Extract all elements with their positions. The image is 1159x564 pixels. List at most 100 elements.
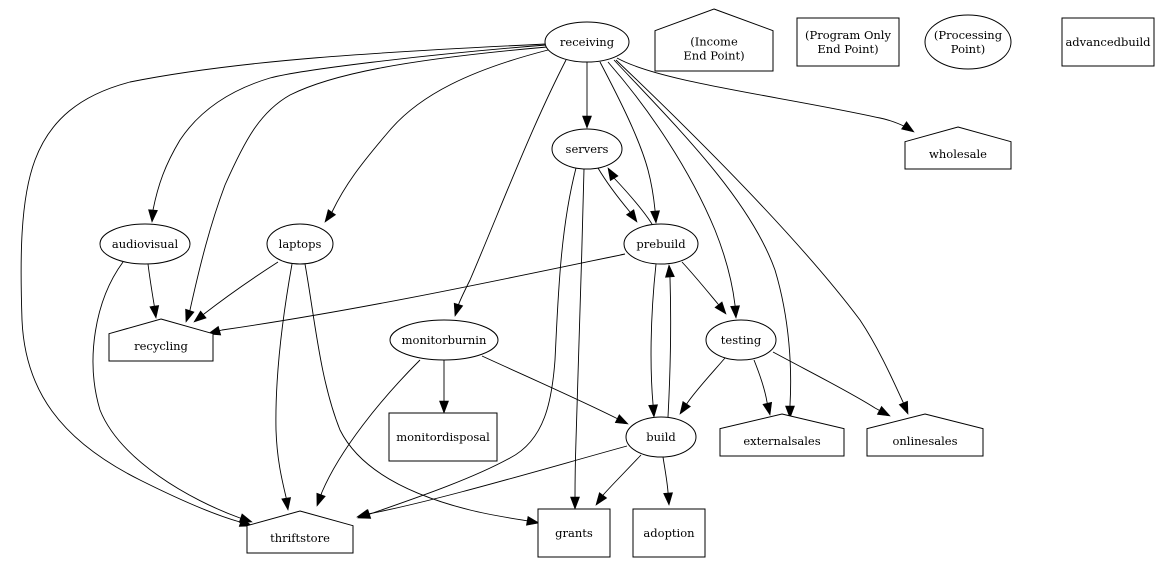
node-label: End Point)	[817, 42, 878, 56]
ellipse-shape	[551, 128, 623, 170]
node-label: externalsales	[743, 434, 820, 448]
box-shape	[388, 412, 498, 462]
edge-receiving-to-wholesale	[616, 57, 915, 133]
edge-line	[152, 44, 547, 211]
arrowhead-icon	[648, 404, 658, 418]
house-shape	[108, 318, 214, 362]
arrowhead-icon	[238, 513, 253, 523]
edge-receiving-to-laptops	[324, 49, 549, 223]
edge-receiving-to-servers	[582, 62, 592, 129]
node-adoption[interactable]: adoption	[632, 508, 706, 558]
edge-line	[650, 263, 657, 405]
node-audiovisual[interactable]: audiovisual	[99, 223, 191, 265]
edge-line	[92, 261, 241, 519]
edge-line-tail	[320, 491, 323, 495]
node-receiving[interactable]: receiving	[544, 21, 630, 63]
node-prebuild[interactable]: prebuild	[623, 223, 699, 265]
ellipse-shape	[266, 223, 334, 265]
node-label: servers	[566, 142, 609, 156]
node-label: monitorburnin	[402, 333, 487, 347]
node-label: receiving	[560, 35, 615, 49]
house-shape	[866, 413, 984, 457]
node-monitorburnin[interactable]: monitorburnin	[389, 319, 499, 361]
node-label: recycling	[134, 339, 188, 353]
edge-build-to-adoption	[662, 456, 673, 506]
arrowhead-icon	[650, 210, 660, 224]
edge-laptops-to-grants	[304, 263, 540, 526]
edge-line	[369, 167, 577, 515]
edge-laptops-to-thriftstore	[275, 263, 293, 511]
node-onlinesales[interactable]: onlinesales	[866, 413, 984, 457]
edge-line	[616, 57, 909, 129]
edge-servers-to-prebuild	[597, 167, 638, 223]
edge-build-to-thriftstore	[356, 445, 628, 519]
arrowhead-icon	[281, 497, 292, 511]
arrowhead-icon	[570, 496, 580, 510]
edge-line-tail	[686, 401, 689, 405]
edge-laptops-to-recycling	[193, 261, 279, 323]
node-testing[interactable]: testing	[705, 319, 777, 361]
edge-line	[321, 359, 421, 493]
node-build[interactable]: build	[625, 416, 697, 458]
box-shape	[1061, 17, 1155, 67]
node-advancedbuild[interactable]: advancedbuild	[1061, 17, 1155, 67]
node-label: (Program Only	[805, 28, 891, 42]
arrowhead-icon	[625, 209, 638, 223]
ellipse-shape	[625, 416, 697, 458]
edge-line	[597, 167, 631, 213]
edge-line	[681, 261, 719, 305]
house-shape	[719, 413, 845, 457]
node-label: adoption	[643, 526, 695, 540]
node-label: End Point)	[683, 49, 744, 63]
node-grants[interactable]: grants	[537, 508, 611, 558]
edge-line	[613, 59, 792, 406]
node-externalsales[interactable]: externalsales	[719, 413, 845, 457]
arrowhead-icon	[607, 167, 619, 182]
edge-line	[613, 177, 653, 225]
node-label: grants	[555, 526, 593, 540]
edge-testing-to-onlinesales	[772, 351, 891, 417]
edge-testing-to-build	[679, 357, 726, 415]
edge-line	[275, 263, 293, 498]
house-shape	[904, 126, 1012, 170]
node-label: laptops	[279, 237, 322, 251]
box-shape	[796, 17, 900, 67]
edge-receiving-to-recycling	[185, 46, 548, 323]
edge-receiving-to-monitorburnin	[453, 59, 567, 317]
house-shape	[246, 510, 354, 554]
node-recycling[interactable]: recycling	[108, 318, 214, 362]
edge-line	[189, 46, 548, 311]
node-label: testing	[721, 333, 762, 347]
ellipse-shape	[924, 14, 1012, 70]
edge-line	[457, 59, 567, 307]
box-shape	[632, 508, 706, 558]
edges-layer	[20, 43, 915, 527]
arrowhead-icon	[148, 209, 158, 223]
edge-line	[20, 43, 547, 523]
arrowhead-icon	[439, 400, 449, 414]
edge-receiving-to-onlinesales	[615, 59, 909, 415]
edge-monitorburnin-to-monitordisposal	[439, 360, 449, 414]
arrowhead-icon	[714, 301, 727, 315]
edge-line	[599, 61, 656, 211]
arrowhead-icon	[762, 401, 773, 416]
node-thriftstore[interactable]: thriftstore	[246, 510, 354, 554]
arrowhead-icon	[595, 492, 608, 506]
edge-build-to-grants	[595, 454, 642, 506]
node-monitordisposal[interactable]: monitordisposal	[388, 412, 498, 462]
edge-prebuild-to-servers	[607, 167, 653, 225]
arrowhead-icon	[526, 515, 540, 526]
edge-audiovisual-to-thriftstore	[92, 261, 253, 523]
ellipse-shape	[99, 223, 191, 265]
node-laptops[interactable]: laptops	[266, 223, 334, 265]
node-servers[interactable]: servers	[551, 128, 623, 170]
arrowhead-icon	[356, 509, 371, 519]
edge-receiving-to-externalsales	[613, 59, 795, 419]
edge-line	[607, 61, 736, 306]
node-wholesale[interactable]: wholesale	[904, 126, 1012, 170]
